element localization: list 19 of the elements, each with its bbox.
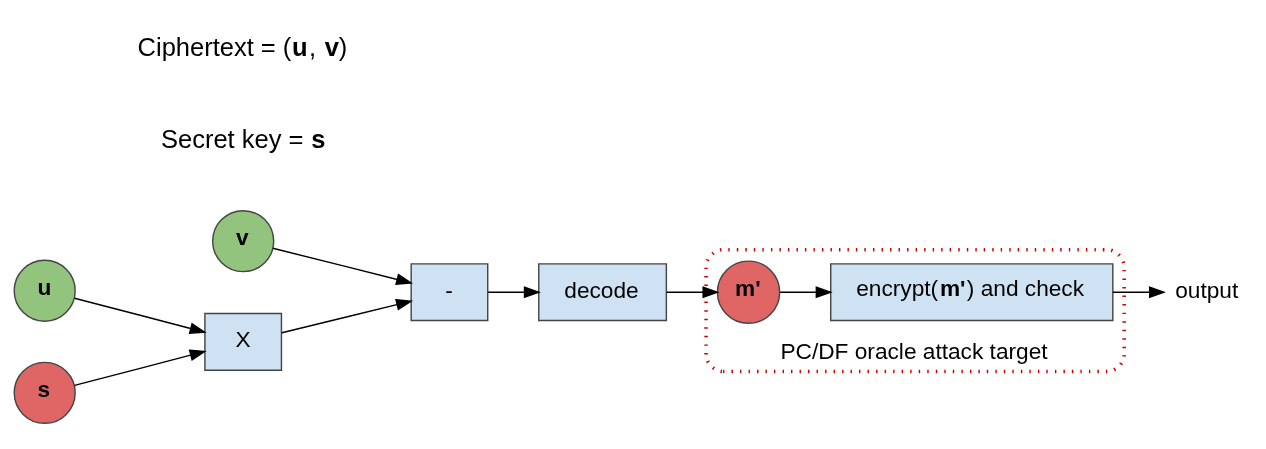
node-circle: v	[212, 209, 275, 273]
node-circle: s	[13, 361, 76, 425]
label: Ciphertext = (u, v)	[137, 33, 348, 62]
arrow	[281, 298, 414, 334]
node-box: encrypt(m') and check	[830, 263, 1114, 322]
node-box: X	[204, 312, 283, 371]
label: Secret key = s	[160, 125, 326, 154]
node-box: -	[410, 263, 489, 322]
arrow	[73, 297, 207, 335]
arrow	[1112, 286, 1166, 299]
node-circle: u	[13, 259, 76, 322]
arrow	[779, 286, 833, 299]
arrow	[666, 286, 720, 299]
arrow	[487, 286, 541, 299]
arrow	[272, 247, 414, 286]
node-text: output	[1175, 276, 1239, 303]
node-circle: m'	[716, 260, 781, 324]
arrow	[73, 349, 207, 387]
node-box: decode	[538, 263, 668, 322]
